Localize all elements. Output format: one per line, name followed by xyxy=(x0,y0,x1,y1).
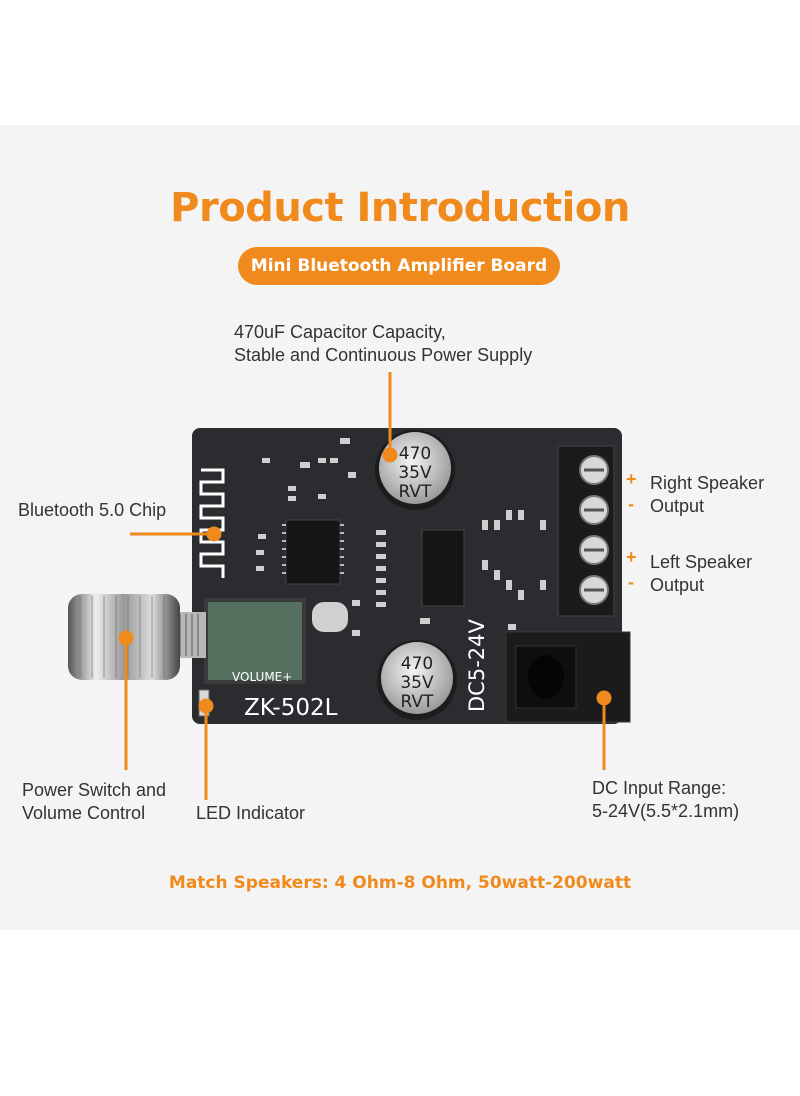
svg-text:RVT: RVT xyxy=(401,692,435,712)
svg-text:470: 470 xyxy=(399,444,431,464)
callout-pointers xyxy=(118,372,612,800)
left-speaker-callout-line2: Output xyxy=(650,575,705,595)
right-plus-mark: + xyxy=(626,469,637,489)
led-callout: LED Indicator xyxy=(196,803,306,823)
right-speaker-callout-line1: Right Speaker xyxy=(650,473,765,493)
capacitor-callout-line1: 470uF Capacitor Capacity, xyxy=(234,322,446,342)
svg-text:RVT: RVT xyxy=(399,482,433,502)
volume-silkscreen: VOLUME+ xyxy=(232,670,292,684)
right-minus-mark: - xyxy=(628,494,634,514)
match-speakers-note: Match Speakers: 4 Ohm-8 Ohm, 50watt-200w… xyxy=(168,873,632,893)
subtitle-badge: Mini Bluetooth Amplifier Board xyxy=(238,247,560,285)
amplifier-chip xyxy=(421,529,465,607)
capacitor-callout-line2: Stable and Continuous Power Supply xyxy=(234,345,533,365)
svg-text:35V: 35V xyxy=(398,463,432,483)
capacitor-bottom: 470 35V RVT xyxy=(377,640,457,720)
left-speaker-callout-line1: Left Speaker xyxy=(650,552,753,572)
dc-silkscreen: DC5-24V xyxy=(465,619,489,712)
svg-text:470: 470 xyxy=(401,654,433,674)
page-title: Product Introduction xyxy=(170,185,630,231)
right-speaker-callout-line2: Output xyxy=(650,496,705,516)
capacitor-top: 470 35V RVT xyxy=(375,430,455,510)
power-callout-line1: Power Switch and xyxy=(22,780,167,800)
left-plus-mark: + xyxy=(626,547,637,567)
bluetooth-chip xyxy=(285,519,341,585)
bluetooth-callout: Bluetooth 5.0 Chip xyxy=(18,500,167,520)
left-minus-mark: - xyxy=(628,572,634,592)
svg-text:35V: 35V xyxy=(400,673,434,693)
model-silkscreen: ZK-502L xyxy=(244,695,338,721)
dc-callout-line2: 5-24V(5.5*2.1mm) xyxy=(592,801,740,821)
power-callout-line2: Volume Control xyxy=(22,803,146,823)
antenna-trace xyxy=(199,468,225,578)
dc-callout-line1: DC Input Range: xyxy=(592,778,727,798)
